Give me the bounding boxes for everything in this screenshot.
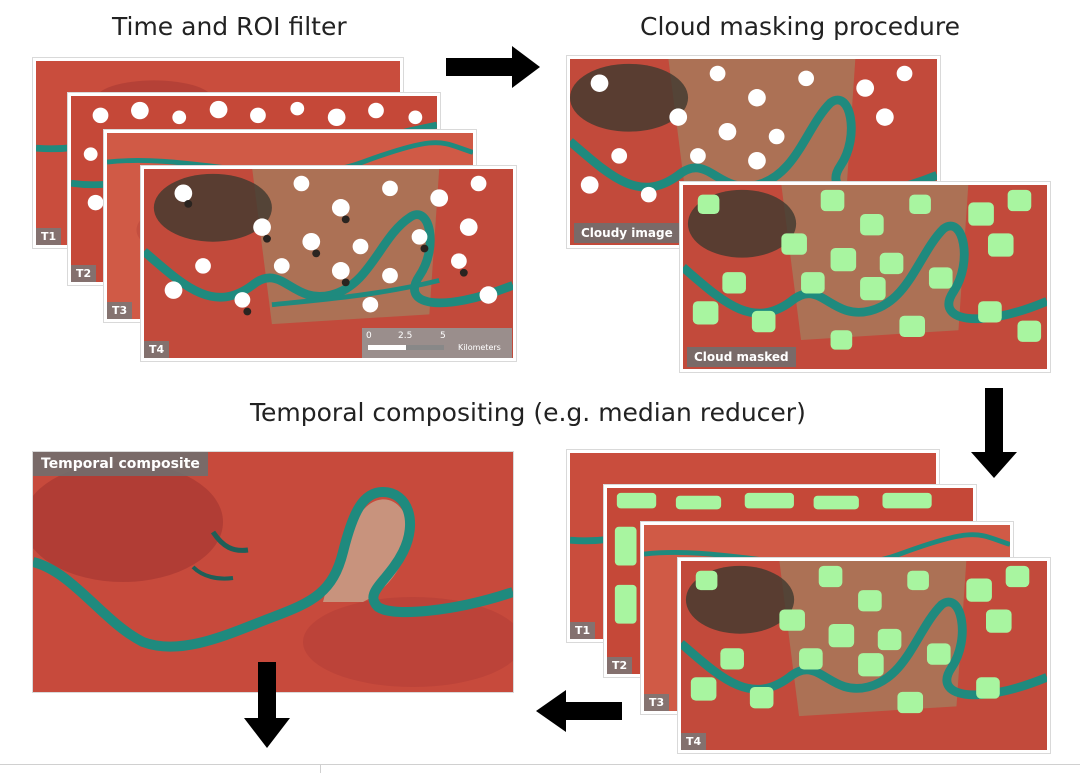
temporal-composite-label: Temporal composite	[33, 452, 208, 476]
masked-stack-t4: T4	[678, 558, 1050, 753]
scale-tick-2-5: 2.5	[398, 331, 413, 341]
stack-label: T2	[607, 657, 633, 674]
title-temporal-compositing: Temporal compositing (e.g. median reduce…	[250, 398, 806, 427]
stack-label: T4	[144, 341, 170, 358]
arrow-right-icon	[446, 46, 540, 88]
stack-label: T3	[107, 302, 133, 319]
divider-tick	[320, 764, 321, 773]
arrow-left-icon	[536, 690, 622, 732]
satellite-image	[681, 561, 1047, 750]
satellite-image	[570, 59, 937, 245]
scale-tick-0: 0	[366, 331, 372, 341]
satellite-image	[144, 169, 513, 358]
scale-bar-line-alt	[406, 345, 444, 350]
title-time-roi-filter: Time and ROI filter	[112, 12, 347, 41]
stack-label: T1	[570, 622, 596, 639]
scale-unit: Kilometers	[458, 343, 501, 352]
stack-label: T4	[681, 733, 707, 750]
satellite-image	[683, 185, 1047, 369]
scale-bar: 0 2.5 5 Kilometers	[362, 328, 512, 358]
stack-label: T1	[36, 228, 62, 245]
scale-tick-5: 5	[440, 331, 446, 341]
cloud-masked-label: Cloud masked	[687, 347, 796, 367]
title-cloud-masking: Cloud masking procedure	[640, 12, 960, 41]
arrow-down-icon	[971, 388, 1017, 478]
cloud-masked-image: Cloud masked	[680, 182, 1050, 372]
satellite-image	[33, 452, 513, 692]
divider-line	[0, 764, 1080, 765]
cloudy-image-label: Cloudy image	[574, 223, 680, 243]
temporal-composite-image: Temporal composite	[33, 452, 513, 692]
stack-label: T3	[644, 694, 670, 711]
stack-label: T2	[71, 265, 97, 282]
